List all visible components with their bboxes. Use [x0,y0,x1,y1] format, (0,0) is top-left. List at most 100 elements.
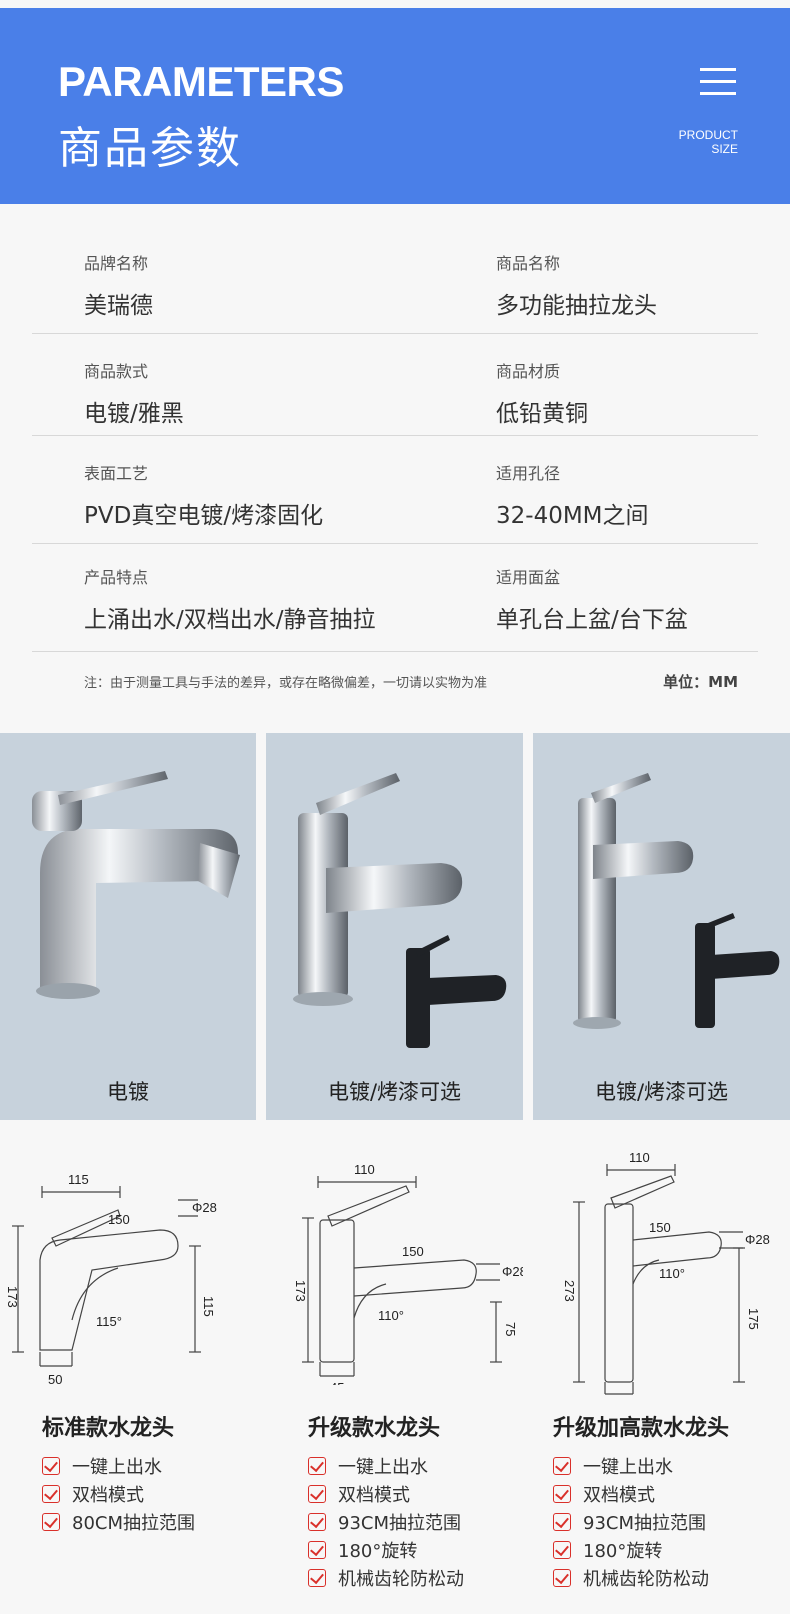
feature-text: 机械齿轮防松动 [583,1569,709,1590]
param-cell: 商品款式 电镀/雅黑 [84,358,184,428]
product-size-line2: SIZE [711,142,738,156]
dim-base: 45 [330,1380,344,1385]
product-size-label: PRODUCT SIZE [679,128,738,156]
checkbox-icon [42,1457,60,1475]
param-value: 低铅黄铜 [496,401,588,427]
product-photo-upgrade: 电镀/烤漆可选 [266,733,523,1120]
dimension-diagram-standard: 115 150 Φ28 173 115 115° 50 [5,1172,217,1385]
dim-base: 50 [48,1372,62,1385]
checkbox-icon [553,1569,571,1587]
feature-text: 双档模式 [338,1485,410,1506]
dim-reach: 150 [108,1212,130,1227]
checkbox-icon [42,1485,60,1503]
feature-item: 180°旋转 [308,1536,464,1564]
param-value: 上涌出水/双档出水/静音抽拉 [84,607,376,633]
checkbox-icon [308,1569,326,1587]
dim-height: 173 [5,1286,20,1308]
param-value: 32-40MM之间 [496,503,649,529]
param-value: 单孔台上盆/台下盆 [496,607,688,633]
dimension-diagram-tall: 110 150 Φ28 273 175 110° 45 [562,1150,770,1395]
feature-text: 80CM抽拉范围 [72,1513,196,1534]
dim-height: 273 [562,1280,577,1302]
dim-reach: 150 [402,1244,424,1259]
param-value: PVD真空电镀/烤漆固化 [84,503,324,529]
checkbox-icon [553,1513,571,1531]
feature-item: 一键上出水 [42,1452,195,1480]
feature-item: 80CM抽拉范围 [42,1508,195,1536]
dim-clearance: 115 [201,1296,216,1317]
param-cell: 适用孔径 32-40MM之间 [496,460,649,530]
feature-title: 升级款水龙头 [308,1416,441,1441]
param-cell: 商品材质 低铅黄铜 [496,358,588,428]
dim-clearance: 175 [746,1308,761,1330]
feature-title: 标准款水龙头 [42,1416,175,1441]
feature-item: 93CM抽拉范围 [308,1508,464,1536]
dim-top: 110 [354,1162,375,1177]
param-label: 商品名称 [496,254,561,273]
chrome-faucet-image [32,771,240,999]
param-label: 品牌名称 [84,254,149,273]
feature-item: 180°旋转 [553,1536,729,1564]
product-photo-standard: 电镀 [0,733,256,1120]
chrome-black-faucet-image [293,773,507,1048]
feature-item: 双档模式 [553,1480,729,1508]
param-value: 美瑞德 [84,293,153,319]
dim-angle: 115° [96,1314,122,1329]
dim-reach: 150 [649,1220,671,1235]
checkbox-icon [553,1541,571,1559]
dim-clearance: 75 [503,1322,518,1336]
photo-caption: 电镀/烤漆可选 [327,1080,462,1104]
dim-top: 115 [68,1172,89,1187]
param-row: 品牌名称 美瑞德 商品名称 多功能抽拉龙头 [32,232,758,334]
dim-angle: 110° [659,1266,685,1281]
feature-list-upgrade: 升级款水龙头 一键上出水 双档模式 93CM抽拉范围 180°旋转 机械齿轮防松… [308,1410,464,1592]
params-table: 品牌名称 美瑞德 商品名称 多功能抽拉龙头 商品款式 电镀/雅黑 商品材质 低铅… [32,232,758,652]
feature-text: 双档模式 [583,1485,655,1506]
checkbox-icon [42,1513,60,1531]
feature-text: 93CM抽拉范围 [583,1513,707,1534]
param-label: 产品特点 [84,568,149,587]
param-cell: 适用面盆 单孔台上盆/台下盆 [496,564,688,634]
dimension-diagram-upgrade: 110 150 Φ28 173 75 110° 45 [293,1162,523,1385]
product-photo-tall: 电镀/烤漆可选 [533,733,790,1120]
checkbox-icon [308,1457,326,1475]
param-label: 商品材质 [496,362,561,381]
feature-title: 升级加高款水龙头 [553,1416,730,1441]
product-size-line1: PRODUCT [678,128,738,142]
feature-item: 一键上出水 [553,1452,729,1480]
checkbox-icon [308,1541,326,1559]
feature-text: 一键上出水 [338,1457,428,1478]
dim-height: 173 [293,1280,308,1302]
photo-caption: 电镀/烤漆可选 [594,1080,729,1104]
dim-spout: Φ28 [192,1200,217,1215]
param-label: 适用孔径 [496,464,561,483]
measurement-note: 注：由于测量工具与手法的差异，或存在略微偏差，一切请以实物为准 [84,676,488,691]
param-cell: 表面工艺 PVD真空电镀/烤漆固化 [84,460,323,530]
menu-icon[interactable] [700,68,736,96]
feature-text: 180°旋转 [338,1541,418,1562]
dim-spout: Φ28 [745,1232,770,1247]
feature-text: 180°旋转 [583,1541,663,1562]
checkbox-icon [308,1513,326,1531]
feature-item: 机械齿轮防松动 [553,1564,729,1592]
param-cell: 品牌名称 美瑞德 [84,250,153,320]
feature-item: 一键上出水 [308,1452,464,1480]
checkbox-icon [553,1485,571,1503]
feature-text: 机械齿轮防松动 [338,1569,464,1590]
feature-item: 93CM抽拉范围 [553,1508,729,1536]
param-row: 商品款式 电镀/雅黑 商品材质 低铅黄铜 [32,334,758,436]
param-cell: 商品名称 多功能抽拉龙头 [496,250,657,320]
feature-text: 一键上出水 [583,1457,673,1478]
page-title-en: PARAMETERS [58,58,344,105]
dim-angle: 110° [378,1308,404,1323]
param-label: 商品款式 [84,362,149,381]
feature-item: 双档模式 [308,1480,464,1508]
page-title-cn: 商品参数 [58,123,242,174]
feature-item: 双档模式 [42,1480,195,1508]
checkbox-icon [308,1485,326,1503]
param-row: 表面工艺 PVD真空电镀/烤漆固化 适用孔径 32-40MM之间 [32,436,758,544]
feature-text: 一键上出水 [72,1457,162,1478]
feature-list-standard: 标准款水龙头 一键上出水 双档模式 80CM抽拉范围 [42,1410,195,1536]
checkbox-icon [553,1457,571,1475]
param-value: 电镀/雅黑 [84,401,184,427]
